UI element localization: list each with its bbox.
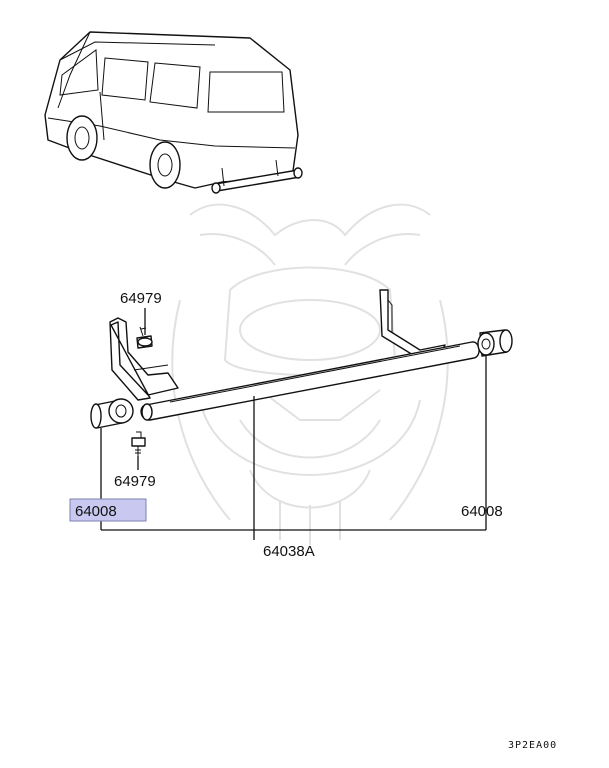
bolt-top xyxy=(136,326,153,349)
van-illustration xyxy=(44,31,303,194)
left-bracket xyxy=(109,317,179,401)
label-bolt-top[interactable]: 64979 xyxy=(120,290,162,307)
part-highlight xyxy=(69,498,147,522)
right-bushing xyxy=(477,329,513,357)
watermark-mask-icon xyxy=(171,203,449,545)
label-bar-assembly[interactable]: 64038A xyxy=(263,543,315,560)
stabilizer-bar xyxy=(140,341,480,421)
label-bushing-left[interactable]: 64008 xyxy=(75,503,117,520)
label-bolt-bottom[interactable]: 64979 xyxy=(114,473,156,490)
figure-code: 3P2EA00 xyxy=(508,740,557,751)
bolt-bottom xyxy=(131,431,146,456)
right-bracket xyxy=(379,289,446,359)
label-bushing-right[interactable]: 64008 xyxy=(461,503,503,520)
left-bushing xyxy=(90,398,134,429)
